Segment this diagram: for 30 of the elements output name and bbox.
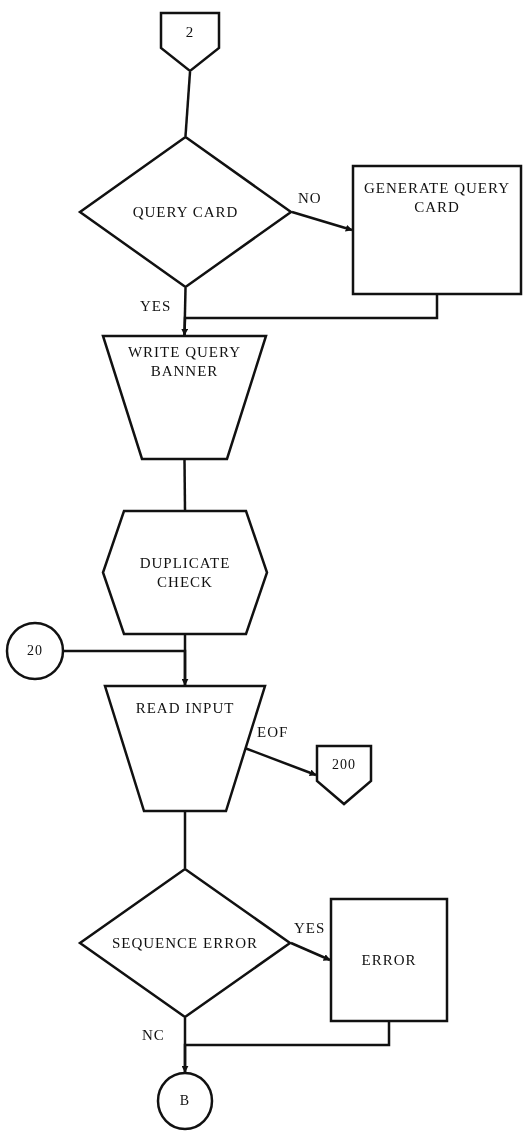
- process-box: [352, 165, 522, 295]
- node-label: WRITE QUERY BANNER: [126, 343, 243, 381]
- off-page-connector: [160, 12, 220, 72]
- arrow: [181, 1022, 391, 1073]
- node-label: 20: [27, 642, 43, 660]
- node-label: B: [179, 1092, 191, 1110]
- node-label: DUPLICATE CHECK: [138, 553, 232, 592]
- arrow: [181, 295, 439, 336]
- node-label: 200: [332, 756, 356, 774]
- connector-line: [184, 71, 192, 137]
- arrow: [245, 747, 317, 777]
- node-label: GENERATE QUERY CARD: [362, 179, 512, 217]
- connector-line: [183, 812, 187, 868]
- connector-circle: [6, 622, 64, 680]
- process-box: [330, 898, 448, 1022]
- preparation-hexagon: [102, 510, 268, 635]
- node-label: QUERY CARD: [132, 202, 239, 222]
- off-page-connector: [316, 745, 372, 805]
- connector-circle: [157, 1072, 213, 1130]
- arrow: [290, 941, 331, 962]
- decision-diamond: [79, 136, 292, 288]
- node-label: READ INPUT: [135, 699, 235, 718]
- input-output-trapezoid: [102, 335, 267, 460]
- node-label: 2: [185, 22, 195, 42]
- node-label: ERROR: [361, 950, 417, 970]
- connector-line: [183, 460, 187, 510]
- decision-diamond: [79, 868, 291, 1018]
- arrow: [291, 210, 353, 232]
- node-label: SEQUENCE ERROR: [111, 933, 259, 953]
- arrow: [64, 649, 189, 686]
